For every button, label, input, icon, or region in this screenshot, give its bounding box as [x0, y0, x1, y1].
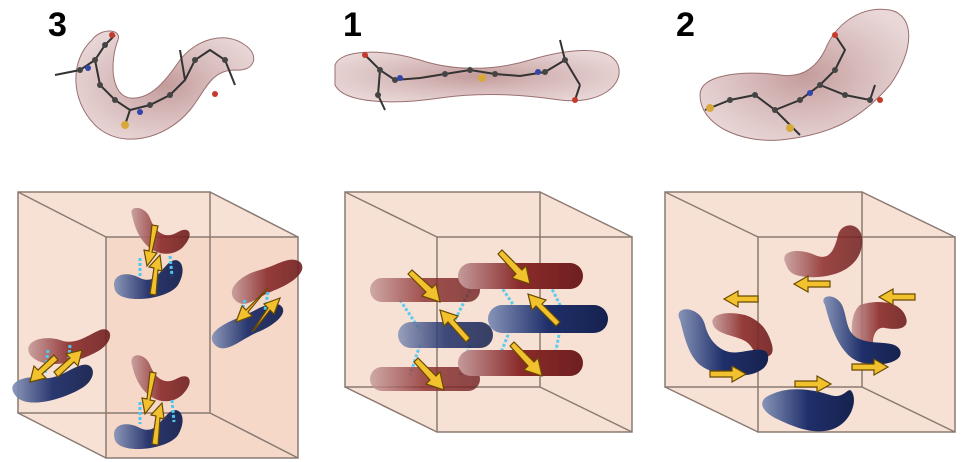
arrow-icon [234, 287, 282, 333]
dimer-3-left [12, 329, 111, 403]
arrow-icon [407, 249, 561, 391]
molecule-3 [54, 30, 255, 140]
stack-1 [370, 249, 608, 391]
arrow-icon [141, 371, 165, 446]
molecule-2 [699, 8, 910, 141]
arrow-icon [29, 349, 83, 383]
dimer-3-top [114, 207, 190, 300]
panel-label-3: 3 [48, 6, 67, 44]
cluster-2 [678, 225, 916, 432]
arrow-icon [709, 274, 916, 394]
arrow-icon [143, 224, 163, 296]
panel-label-2: 2 [676, 6, 695, 44]
dimer-3-right [211, 259, 303, 349]
panel-label-1: 1 [343, 6, 362, 44]
dimer-3-bottom [114, 355, 190, 450]
molecule-1 [334, 39, 620, 111]
